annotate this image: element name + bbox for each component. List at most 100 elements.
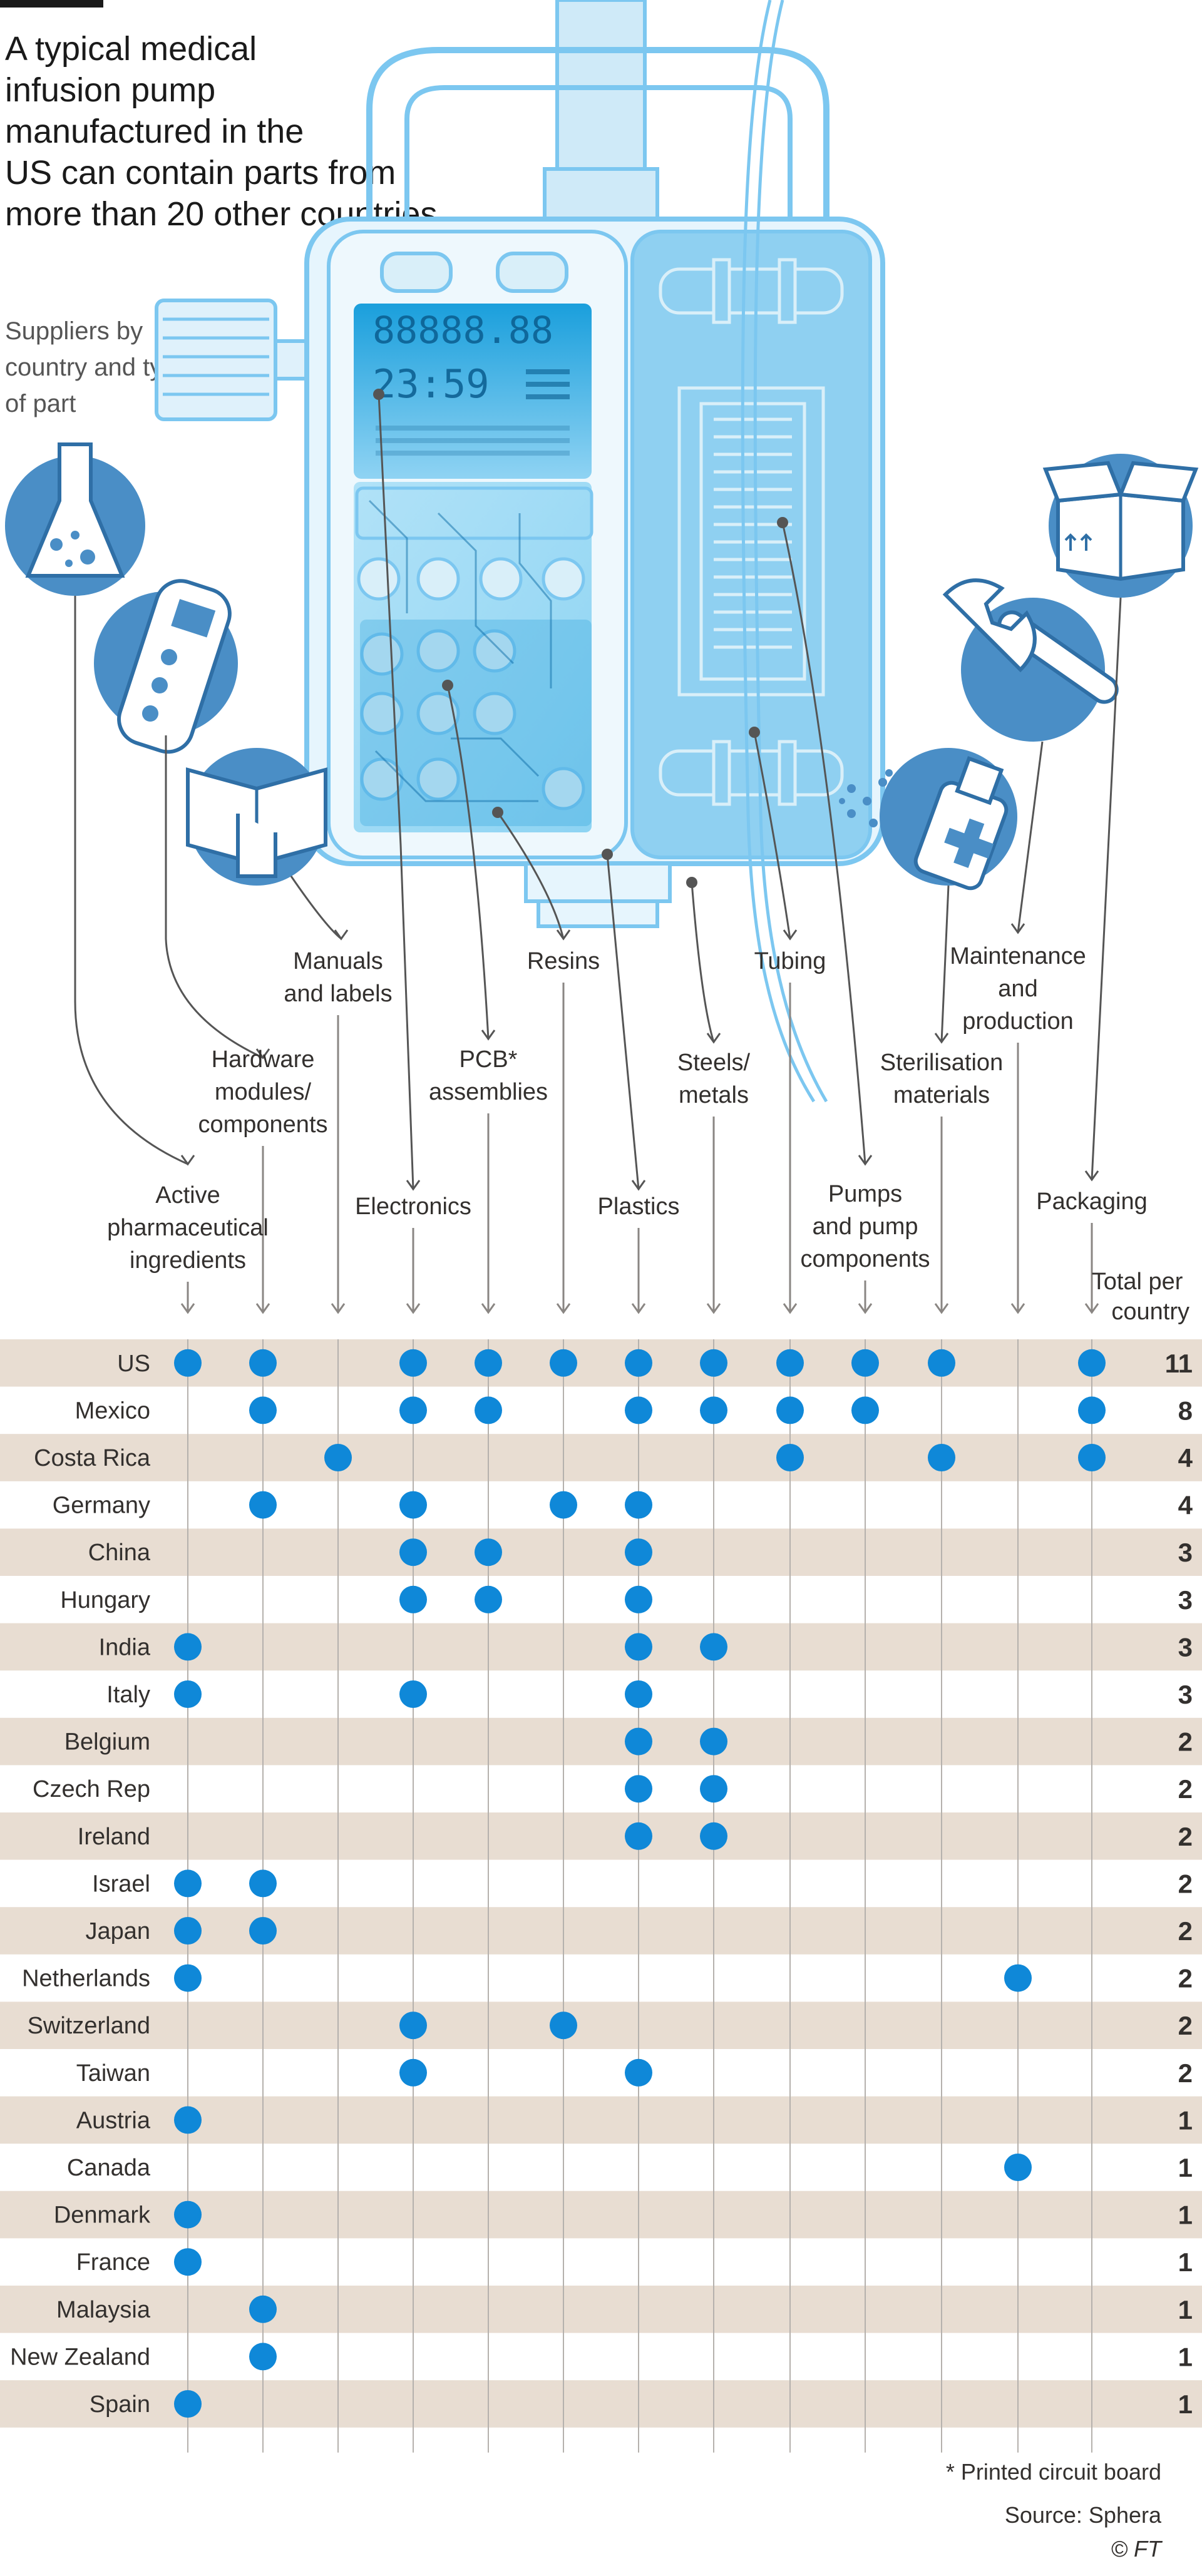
connector-arrow-head [631,1180,646,1191]
total-value: 1 [1178,2200,1193,2230]
supplier-dot [174,2248,202,2276]
supplier-dot [249,1869,277,1898]
display-time: 23:59 [372,361,490,407]
footnote: * Printed circuit board [946,2459,1161,2485]
country-label: France [76,2249,150,2276]
total-header: Total per country [1092,1269,1189,1325]
supplier-dot [1078,1349,1106,1377]
arrow-head [481,1303,496,1314]
country-label: Israel [92,1871,150,1897]
connector-arrow-head [706,1033,721,1044]
supplier-dot [475,1349,502,1377]
connector-line [940,885,950,1043]
connector-line [290,876,342,940]
supplier-dot [249,2295,277,2323]
supplier-dot [700,1633,727,1661]
country-label: Czech Rep [33,1776,150,1802]
supplier-dot [174,2390,202,2418]
connector-line [165,735,264,1059]
supplier-dot [399,2058,427,2087]
country-label: China [88,1540,151,1566]
source: Source: Sphera [1005,2502,1162,2528]
row-band [0,2001,1202,2049]
arrow-head [858,1303,873,1314]
connector-line [378,394,414,1190]
row-band [0,1434,1202,1481]
connector-dot [442,680,453,691]
supplier-dot [625,1491,652,1519]
country-label: Ireland [78,1824,150,1850]
supplier-dot [324,1444,352,1471]
supplier-dot [625,2058,652,2087]
credit: © FT [1111,2536,1163,2562]
supplier-dot [700,1822,727,1850]
category-label: Resins [527,948,600,974]
row-band [0,1528,1202,1576]
total-value: 2 [1178,1774,1193,1804]
arrow-head [331,1303,346,1314]
supplier-dot [174,1680,202,1708]
supplier-dot [625,1822,652,1850]
total-value: 3 [1178,1680,1193,1709]
wrench-icon [942,578,1119,742]
supplier-dot [625,1680,652,1708]
supplier-dot [249,1349,277,1377]
supplier-dot [399,1396,427,1424]
connector-line [1017,741,1044,933]
connector-line [74,596,188,1165]
supplier-dot [625,1775,652,1803]
connector-line [781,522,866,1165]
total-value: 1 [1178,2153,1193,2182]
arrow-head [1010,1303,1025,1314]
supplier-dot [700,1727,727,1756]
supplier-dot [475,1396,502,1424]
connector-dot [749,727,760,738]
total-value: 11 [1165,1349,1193,1378]
country-label: New Zealand [10,2344,150,2370]
supplier-dot [700,1775,727,1803]
connector-line [606,854,640,1190]
supplier-dot [851,1396,879,1424]
supplier-dot [625,1633,652,1661]
country-label: Mexico [75,1398,150,1424]
connector-arrow-head [180,1155,195,1166]
supplier-dot [174,1917,202,1945]
total-value: 1 [1178,2247,1193,2277]
total-value: 4 [1178,1443,1193,1473]
arrow-head [406,1303,421,1314]
arrow-head [934,1303,949,1314]
supplier-dot [550,1349,577,1377]
supplier-dot [174,1964,202,1992]
country-label: India [99,1634,151,1660]
category-label: Electronics [355,1193,471,1220]
total-value: 3 [1178,1538,1193,1567]
arrow-head [180,1303,195,1314]
row-band [0,2286,1202,2333]
supplier-dot [928,1444,955,1471]
supplier-dot [700,1396,727,1424]
supplier-dot [776,1349,804,1377]
country-label: Hungary [60,1587,150,1613]
category-label: Steels/metals [677,1050,751,1108]
arrow-head [1084,1303,1099,1314]
connector-line [446,685,490,1040]
supplier-dot [625,1727,652,1756]
sterilisation-spray-icon [839,748,1017,891]
category-label: Plastics [598,1193,680,1220]
supplier-dot [1078,1396,1106,1424]
country-label: Denmark [54,2202,151,2229]
country-label: Taiwan [76,2060,150,2087]
manual-book-icon [186,748,327,886]
connector-arrow-head [934,1033,949,1044]
category-label: Tubing [754,948,826,974]
country-label: US [117,1351,150,1377]
total-value: 2 [1178,1727,1193,1757]
supplier-dot [249,1491,277,1519]
flask-icon [5,442,145,596]
country-label: Japan [85,1918,150,1945]
